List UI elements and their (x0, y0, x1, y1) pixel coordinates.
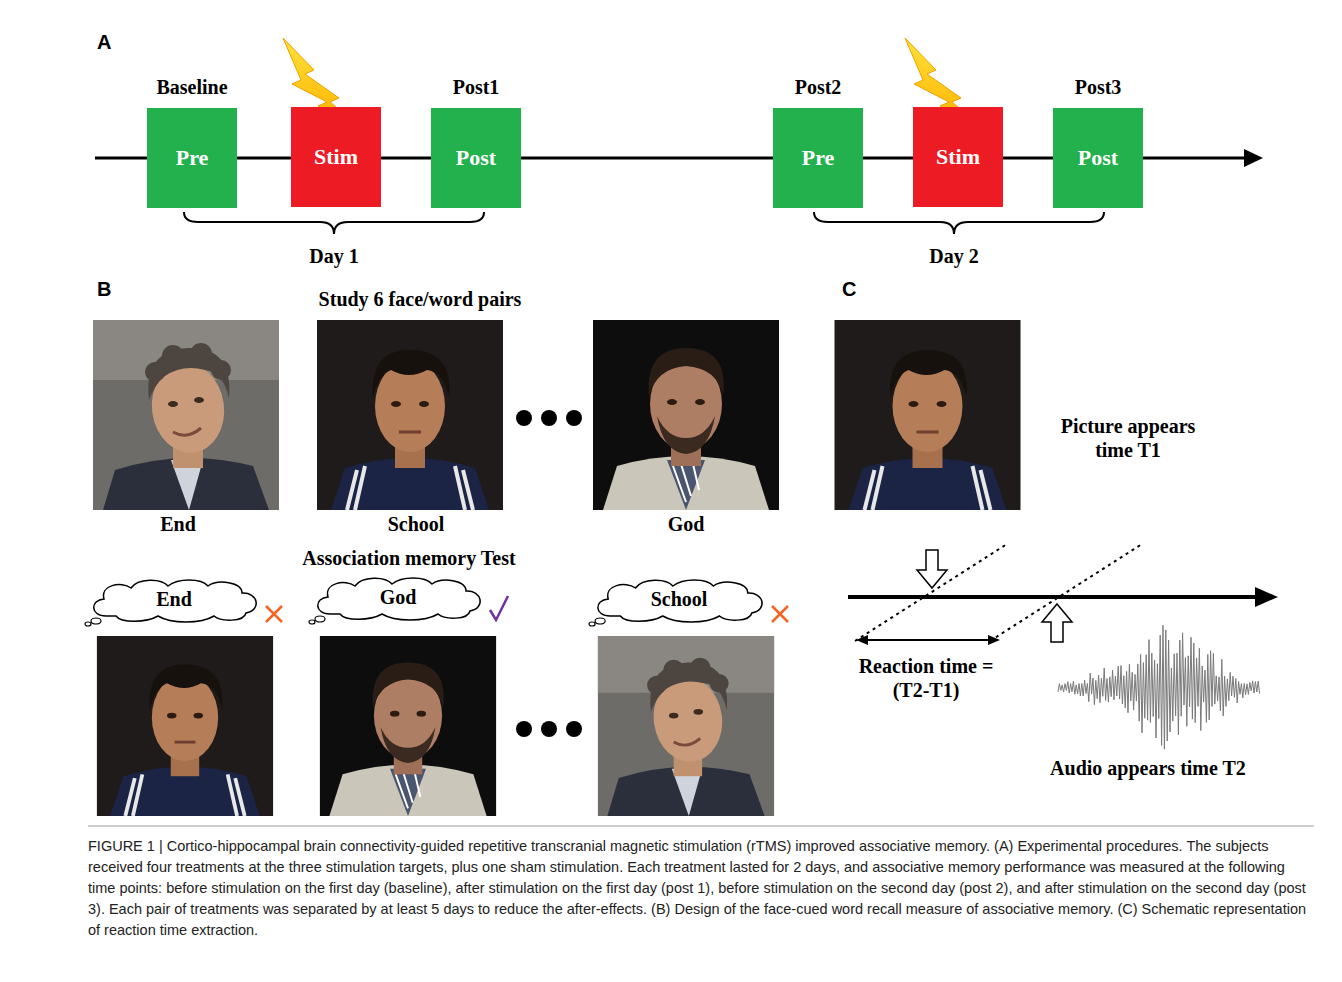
section-heading: Study 6 face/word pairs (210, 287, 630, 311)
caption-rule (88, 826, 1314, 827)
box-label: Stim (314, 144, 358, 170)
session-label: Post1 (453, 76, 500, 99)
face-photo (598, 636, 774, 816)
day-label: Day 2 (894, 244, 1014, 268)
thought-bubble (91, 618, 101, 624)
formula-label: Reaction time = (T2-T1) (858, 654, 994, 702)
event-label: Picture appears time T1 (1040, 414, 1216, 462)
word-label: End (103, 512, 253, 536)
panel-letter: A (97, 30, 137, 54)
time-axis (848, 595, 1258, 599)
timeline-arrowhead (1244, 149, 1263, 167)
test-box: Post2Pre (773, 108, 863, 208)
face-photo (97, 636, 273, 816)
stimulation-box: Stim (291, 107, 381, 207)
session-label: Post3 (1075, 76, 1122, 99)
wrong-mark (772, 606, 788, 622)
interval-arrowhead (856, 635, 868, 645)
thought-bubble (589, 622, 595, 626)
box-label: Stim (936, 144, 980, 170)
dotted-guide (855, 544, 1007, 641)
event-label: Audio appears time T2 (1050, 756, 1246, 780)
day-bracket (814, 212, 1104, 234)
box-label: Pre (802, 145, 835, 171)
panel-letter: C (842, 277, 882, 301)
cloud-outline (318, 578, 480, 620)
session-label: Baseline (156, 76, 227, 99)
ellipsis-dot (516, 721, 532, 737)
ellipsis-dot (566, 721, 582, 737)
interval-arrowhead (988, 635, 1000, 645)
test-box: Post1Post (431, 108, 521, 208)
thought-bubble (309, 620, 315, 624)
box-label: Pre (176, 145, 209, 171)
face-photo (835, 320, 1021, 510)
thought-bubble (85, 622, 91, 626)
box-label: Post (456, 145, 496, 171)
test-box: Post3Post (1053, 108, 1143, 208)
face-photo (320, 636, 496, 816)
thought-cloud-node: God (308, 574, 488, 624)
cloud-outline (598, 580, 762, 622)
thought-cloud-node: End (84, 576, 264, 626)
session-label: Post2 (795, 76, 842, 99)
interval-arrow (866, 639, 990, 641)
figure-caption: FIGURE 1 | Cortico-hippocampal brain con… (88, 836, 1314, 941)
time-arrowhead (1255, 587, 1278, 607)
recalled-word: End (156, 588, 192, 611)
face-photo (593, 320, 779, 510)
thought-cloud-node: School (588, 576, 770, 626)
dotted-guide (990, 544, 1142, 641)
thought-bubble (595, 618, 605, 624)
face-photo (93, 320, 279, 510)
recalled-word: School (651, 588, 708, 611)
ellipsis-dot (516, 410, 532, 426)
box-label: Post (1078, 145, 1118, 171)
thought-bubble (315, 616, 325, 622)
ellipsis-dot (541, 721, 557, 737)
correct-mark (490, 596, 508, 620)
day-label: Day 1 (274, 244, 394, 268)
onset-arrow (1042, 604, 1072, 642)
audio-waveform (1058, 625, 1260, 749)
ellipsis-dot (541, 410, 557, 426)
word-label: School (341, 512, 491, 536)
cloud-outline (94, 580, 256, 622)
panel-letter: B (97, 277, 137, 301)
recalled-word: God (380, 586, 417, 609)
word-label: God (611, 512, 761, 536)
onset-arrow (917, 550, 947, 588)
test-box: BaselinePre (147, 108, 237, 208)
section-heading: Association memory Test (239, 546, 579, 570)
day-bracket (184, 212, 484, 234)
face-photo (317, 320, 503, 510)
ellipsis-dot (566, 410, 582, 426)
stimulation-box: Stim (913, 107, 1003, 207)
wrong-mark (266, 606, 282, 622)
